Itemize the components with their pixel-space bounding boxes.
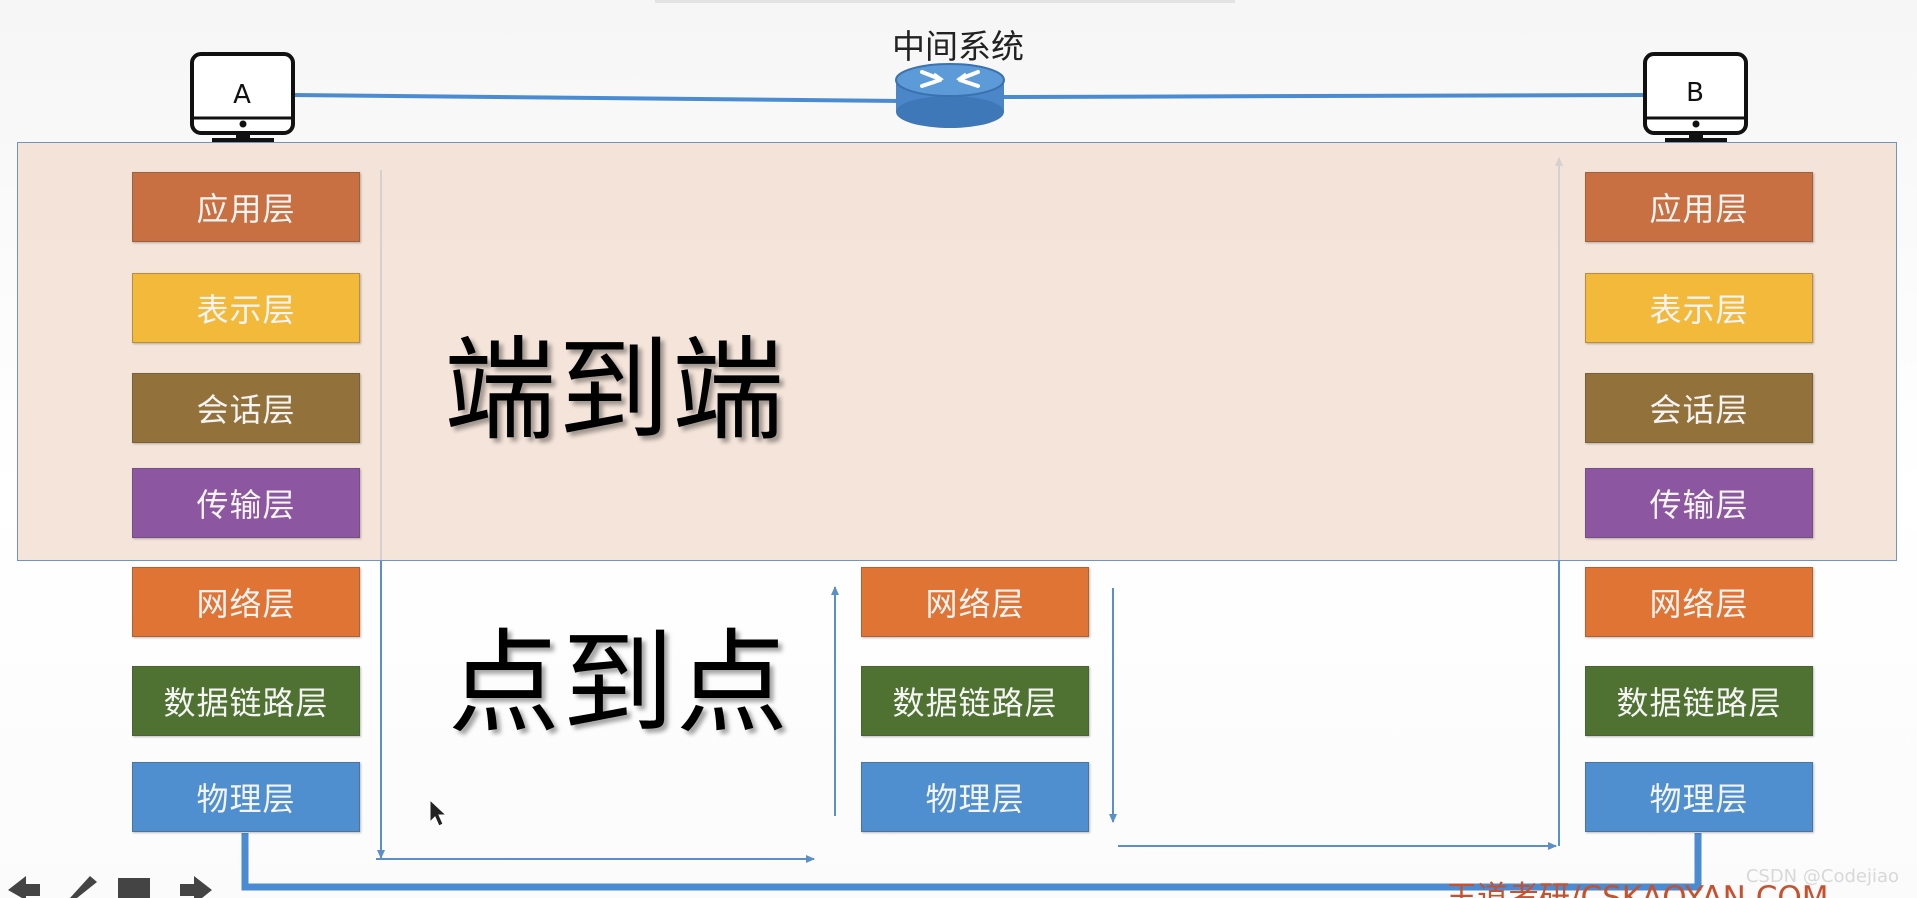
layer-network: 网络层 [861,567,1089,637]
middle-system-title: 中间系统 [892,27,1024,66]
layer-physical: 物理层 [1585,762,1813,832]
link-a-router [291,93,899,103]
layer-presentation: 表示层 [132,273,360,343]
computer-a-icon [190,52,295,142]
layer-network: 网络层 [1585,567,1813,637]
csdn-watermark: CSDN @Codejiao [1745,866,1899,887]
end-to-end-label: 端到端 [444,326,786,456]
layer-physical: 物理层 [132,762,360,832]
layer-datalink: 数据链路层 [132,666,360,736]
layer-network: 网络层 [132,567,360,637]
forward-arrow-icon [180,876,212,898]
toolbar-icons [8,876,212,898]
layer-application: 应用层 [1585,172,1813,242]
layer-application: 应用层 [132,172,360,242]
layer-presentation: 表示层 [1585,273,1813,343]
physical-link-line [241,833,1702,891]
layer-physical: 物理层 [861,762,1089,832]
link-router-b [1003,93,1649,99]
point-to-point-label: 点到点 [448,619,790,749]
host-a-label: A [233,80,251,110]
menu-icon [118,878,150,898]
layer-transport: 传输层 [1585,468,1813,538]
layer-datalink: 数据链路层 [1585,666,1813,736]
host-b-label: B [1686,78,1704,108]
footer-brand-text: 王道考研/CSKAOYAN.COM [1446,880,1829,898]
layer-datalink: 数据链路层 [861,666,1089,736]
router-icon [895,63,1005,128]
cursor-icon [429,798,448,827]
top-edge-bar [655,0,1235,3]
computer-b-icon [1643,52,1748,142]
layer-session: 会话层 [1585,373,1813,443]
layer-transport: 传输层 [132,468,360,538]
back-arrow-icon [8,876,40,898]
pen-icon [70,876,97,898]
layer-session: 会话层 [132,373,360,443]
